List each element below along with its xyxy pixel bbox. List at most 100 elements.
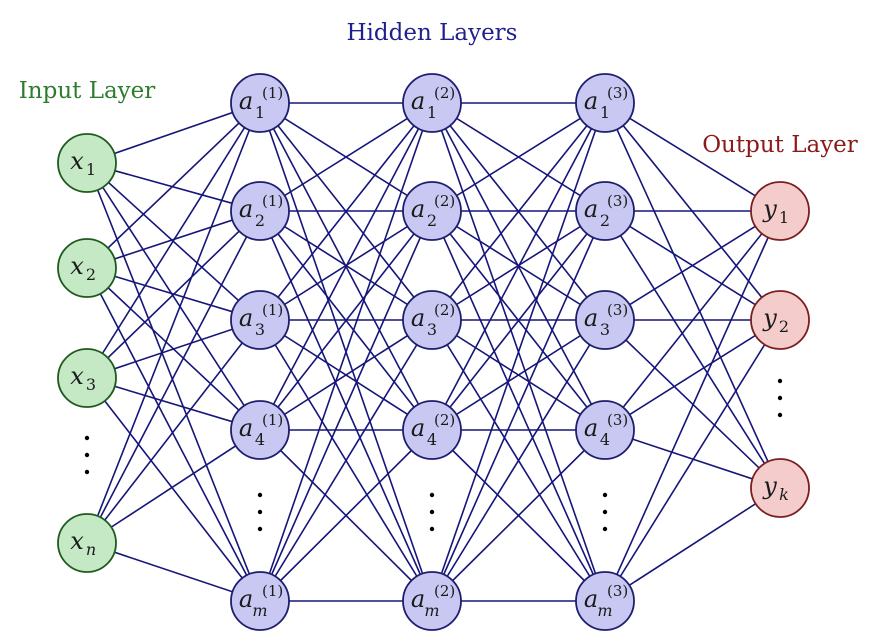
hidden3-node-superscript: (3) bbox=[607, 582, 628, 600]
output-ellipsis-dot-1 bbox=[777, 395, 783, 401]
input-ellipsis-dot-1 bbox=[84, 452, 90, 458]
edge-hidden2-5-to-hidden3-2 bbox=[431, 319, 606, 602]
input-ellipsis-dot-2 bbox=[84, 469, 90, 475]
input-node-base: x bbox=[70, 527, 84, 555]
edge-hidden1-3-to-hidden2-0 bbox=[259, 102, 433, 431]
hidden2-node-base: a bbox=[411, 304, 425, 332]
hidden2-node-circle bbox=[402, 400, 462, 460]
hidden1-node-superscript: (1) bbox=[262, 411, 283, 429]
hidden1-node-superscript: (1) bbox=[262, 301, 283, 319]
hidden2-node-subscript: m bbox=[424, 601, 439, 620]
edge-hidden3-0-to-output-0 bbox=[604, 102, 781, 212]
hidden1-node-subscript: 2 bbox=[255, 211, 265, 230]
hidden1-node-superscript: (1) bbox=[262, 582, 283, 600]
edge-hidden2-5-to-hidden3-0 bbox=[431, 102, 606, 602]
connection-edges bbox=[86, 102, 781, 602]
edge-input-2-to-hidden1-0 bbox=[86, 102, 261, 379]
hidden2-ellipsis-dot-1 bbox=[429, 509, 435, 515]
edge-input-2-to-hidden1-1 bbox=[86, 210, 261, 379]
input-node-subscript: n bbox=[86, 540, 96, 559]
edge-hidden3-2-to-output-3 bbox=[604, 319, 781, 489]
input-node-circle bbox=[57, 348, 117, 408]
hidden1-node-base: a bbox=[239, 585, 253, 613]
edge-hidden3-0-to-output-3 bbox=[604, 102, 781, 489]
hidden2-node-base: a bbox=[411, 87, 425, 115]
hidden1-node-base: a bbox=[239, 195, 253, 223]
edge-input-2-to-hidden1-5 bbox=[86, 377, 261, 602]
hidden1-node-circle bbox=[230, 571, 290, 631]
hidden1-ellipsis-dot-1 bbox=[257, 509, 263, 515]
hidden2-node-subscript: 1 bbox=[427, 103, 437, 122]
input-node-circle bbox=[57, 238, 117, 298]
edge-input-4-to-hidden1-3 bbox=[86, 429, 261, 544]
edge-input-2-to-hidden1-3 bbox=[86, 377, 261, 431]
hidden3-node-base: a bbox=[584, 195, 598, 223]
hidden2-node-base: a bbox=[411, 585, 425, 613]
edge-input-0-to-hidden1-5 bbox=[86, 162, 261, 602]
hidden1-node-circle bbox=[230, 400, 290, 460]
edge-hidden1-5-to-hidden2-2 bbox=[259, 319, 433, 602]
edge-hidden2-5-to-hidden3-1 bbox=[431, 210, 606, 602]
output-node-circle bbox=[750, 290, 810, 350]
hidden2-ellipsis-dot-0 bbox=[429, 492, 435, 498]
edge-hidden1-3-to-hidden2-2 bbox=[259, 319, 433, 431]
output-node-circle bbox=[750, 181, 810, 241]
hidden1-node-circle bbox=[230, 181, 290, 241]
hidden3-node-circle bbox=[575, 73, 635, 133]
input-node-circle bbox=[57, 133, 117, 193]
hidden3-node-circle bbox=[575, 181, 635, 241]
edge-input-0-to-hidden1-1 bbox=[86, 162, 261, 212]
hidden2-node-circle bbox=[402, 290, 462, 350]
input-ellipsis-dot-0 bbox=[84, 435, 90, 441]
hidden2-node-base: a bbox=[411, 414, 425, 442]
hidden2-node-subscript: 4 bbox=[427, 430, 437, 449]
hidden3-node-base: a bbox=[584, 304, 598, 332]
hidden3-node-superscript: (3) bbox=[607, 192, 628, 210]
input-node-circle bbox=[57, 513, 117, 573]
hidden1-ellipsis-dot-2 bbox=[257, 526, 263, 532]
hidden3-node-circle bbox=[575, 571, 635, 631]
hidden1-node-base: a bbox=[239, 304, 253, 332]
edge-input-4-to-hidden1-2 bbox=[86, 319, 261, 544]
output-node-subscript: k bbox=[779, 485, 789, 504]
hidden2-ellipsis-dot-2 bbox=[429, 526, 435, 532]
edge-hidden3-3-to-output-0 bbox=[604, 210, 781, 431]
output-node-base: y bbox=[762, 472, 777, 500]
hidden2-node-circle bbox=[402, 181, 462, 241]
hidden2-node-superscript: (2) bbox=[434, 411, 455, 429]
edge-hidden3-2-to-output-0 bbox=[604, 210, 781, 321]
hidden-layers-title: Hidden Layers bbox=[347, 20, 518, 46]
hidden3-node-superscript: (3) bbox=[607, 84, 628, 102]
hidden1-node-circle bbox=[230, 290, 290, 350]
input-node-subscript: 3 bbox=[86, 375, 96, 394]
hidden3-node-superscript: (3) bbox=[607, 411, 628, 429]
edge-hidden3-5-to-output-3 bbox=[604, 487, 781, 602]
edge-input-4-to-hidden1-1 bbox=[86, 210, 261, 544]
hidden2-node-base: a bbox=[411, 195, 425, 223]
hidden1-ellipsis bbox=[257, 492, 263, 532]
edge-hidden1-2-to-hidden2-0 bbox=[259, 102, 433, 321]
edge-hidden2-5-to-hidden3-3 bbox=[431, 429, 606, 602]
edge-input-1-to-hidden1-0 bbox=[86, 102, 261, 269]
input-layer-title: Input Layer bbox=[19, 78, 156, 104]
edge-input-4-to-hidden1-0 bbox=[86, 102, 261, 544]
output-node-base: y bbox=[762, 304, 777, 332]
output-node-circle bbox=[750, 458, 810, 518]
hidden3-node-subscript: 3 bbox=[600, 320, 610, 339]
